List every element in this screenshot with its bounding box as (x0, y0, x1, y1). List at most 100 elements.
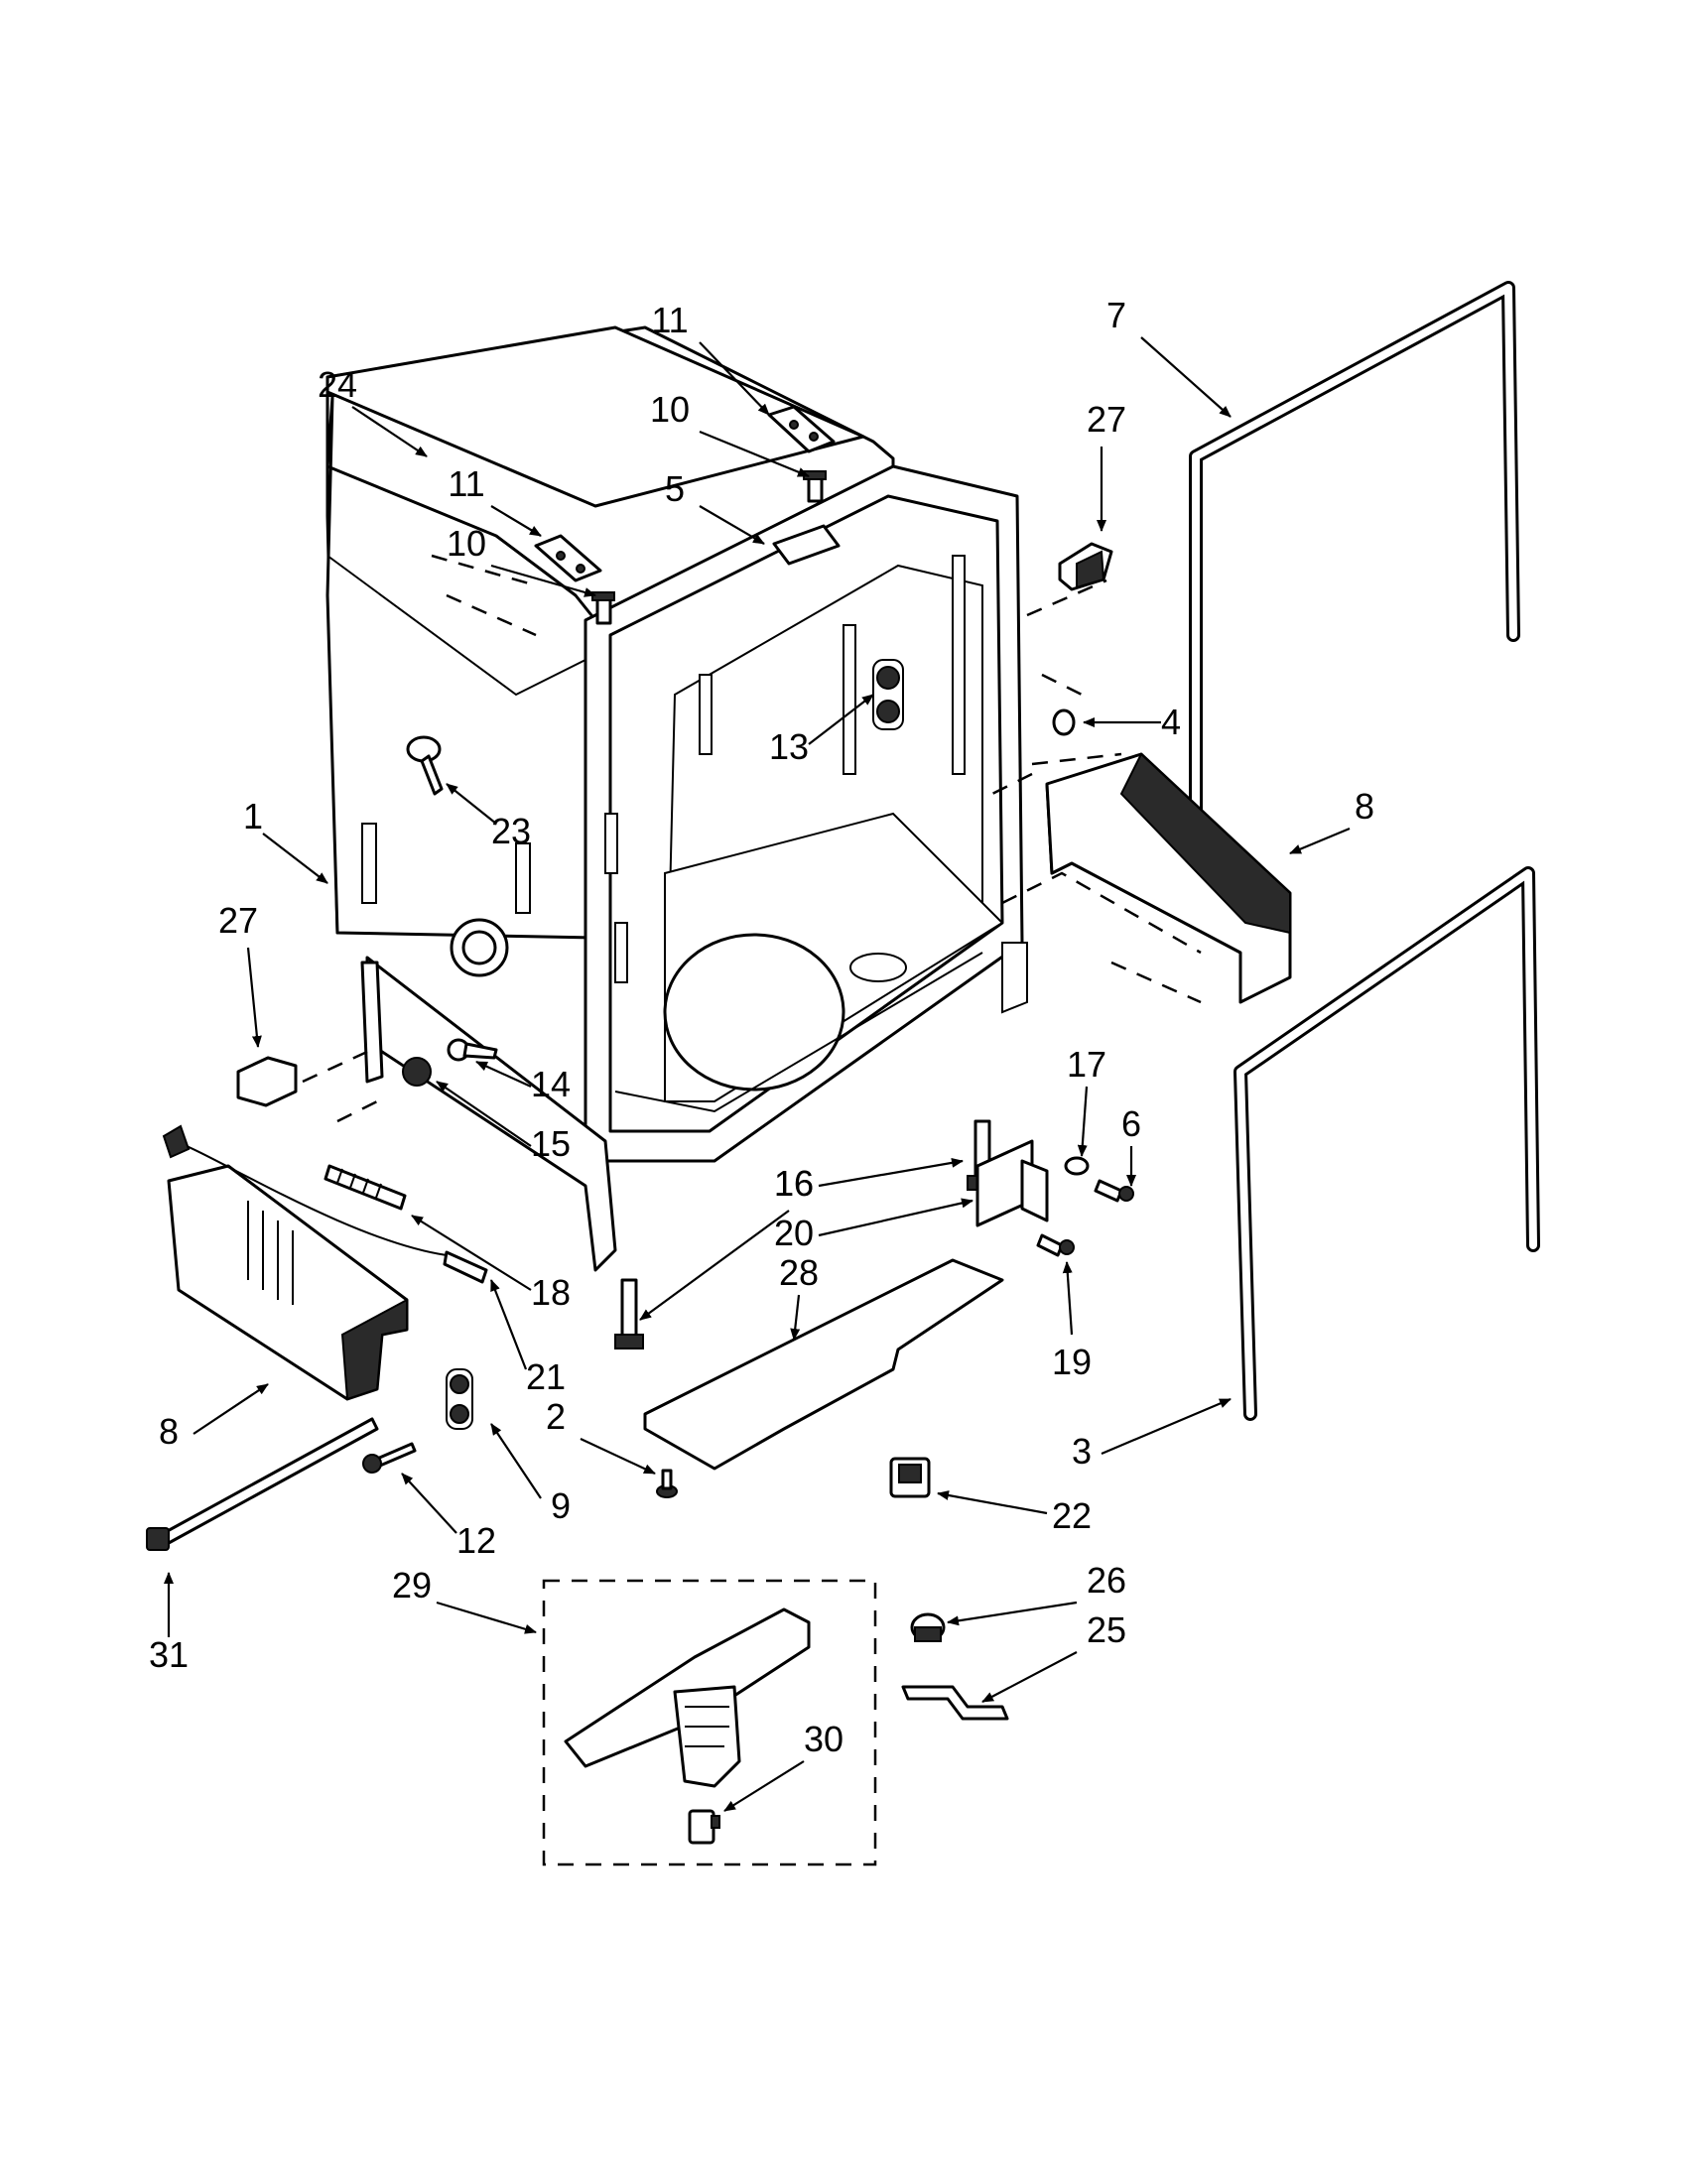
callout-label-29: 29 (392, 1565, 432, 1606)
insulation-block-right (1045, 752, 1292, 1004)
tub-assembly (325, 325, 1028, 1272)
callout-arrow-29 (436, 1601, 537, 1634)
callout-label-2: 2 (546, 1396, 566, 1437)
callout-label-22: 22 (1052, 1495, 1092, 1536)
callout-label-25: 25 (1087, 1609, 1126, 1650)
callout-arrow-25 (981, 1651, 1078, 1703)
callout-arrow-3 (1101, 1397, 1232, 1456)
hinge-bracket-upper (767, 405, 836, 453)
callout-label-9: 9 (551, 1485, 571, 1526)
callout-arrow-10 (699, 430, 810, 478)
callout-label-30: 30 (804, 1719, 844, 1759)
bracket-washer (1064, 1156, 1090, 1176)
callout-arrow-12 (401, 1473, 457, 1534)
callout-arrow-23 (446, 783, 497, 825)
callout-arrow-11 (490, 505, 542, 537)
callout-label-7: 7 (1106, 295, 1126, 335)
callout-label-27: 27 (218, 900, 258, 941)
callout-label-5: 5 (665, 468, 685, 509)
callout-arrow-28 (790, 1294, 801, 1341)
leveling-leg-left (614, 1278, 644, 1349)
hinge-screw-lower (591, 591, 615, 625)
stud-fastener (406, 735, 444, 796)
callout-arrow-16 (818, 1157, 964, 1188)
callout-arrow-18 (411, 1215, 532, 1291)
callout-label-20: 20 (774, 1213, 814, 1253)
end-cap-left (236, 1056, 298, 1107)
sensor-plug (688, 1809, 720, 1845)
callout-label-11: 11 (448, 463, 484, 504)
callout-arrow-14 (475, 1060, 532, 1089)
callout-label-8: 8 (159, 1411, 179, 1452)
callout-label-13: 13 (769, 726, 809, 767)
hex-screw (362, 1442, 417, 1474)
door-spring (324, 1164, 407, 1211)
callout-label-19: 19 (1052, 1342, 1092, 1382)
insulation-block-left (167, 1164, 409, 1401)
hinge-bracket-lower (534, 534, 602, 582)
callout-layer: 1234567889101011111213141516161718192021… (149, 295, 1374, 1812)
top-bracket (772, 524, 841, 566)
callout-label-21: 21 (526, 1356, 566, 1397)
callout-arrow-30 (723, 1760, 805, 1812)
callout-arrow-26 (947, 1601, 1078, 1626)
callout-label-27: 27 (1087, 399, 1126, 440)
callout-arrow-10 (490, 564, 596, 597)
callout-label-12: 12 (456, 1520, 496, 1561)
callout-arrow-15 (436, 1081, 532, 1147)
callout-arrow-9 (490, 1423, 542, 1499)
callout-label-24: 24 (318, 364, 357, 405)
callout-arrow-8 (193, 1383, 269, 1435)
cable-tie (146, 1417, 379, 1551)
callout-arrow-27 (246, 947, 262, 1048)
callout-label-28: 28 (779, 1252, 819, 1293)
callout-arrow-20 (818, 1198, 973, 1237)
float-switch (889, 1457, 931, 1498)
manifold-assembly (564, 1607, 811, 1788)
manifold-group-box (542, 1579, 877, 1866)
callout-label-16: 16 (774, 1163, 814, 1204)
callout-label-6: 6 (1121, 1103, 1141, 1144)
callout-arrow-24 (351, 406, 428, 457)
callout-arrow-8 (1289, 827, 1351, 855)
callout-label-14: 14 (531, 1064, 571, 1104)
callout-label-16: 16 (774, 1163, 814, 1204)
hose-clip (446, 1368, 473, 1430)
toe-plate-screw (656, 1469, 678, 1498)
callout-arrow-2 (580, 1438, 656, 1475)
stop-clip-pair (872, 659, 904, 730)
callout-arrow-1 (262, 833, 328, 884)
callout-arrow-19 (1062, 1261, 1074, 1336)
callout-label-10: 10 (650, 389, 690, 430)
wire-cable (162, 1124, 488, 1284)
callout-label-26: 26 (1087, 1560, 1126, 1601)
clip-screw (447, 1038, 498, 1062)
callout-label-15: 15 (531, 1123, 571, 1164)
callout-label-18: 18 (531, 1272, 571, 1313)
thermostat-bracket (901, 1685, 1009, 1721)
callout-label-4: 4 (1161, 702, 1181, 742)
callout-label-8: 8 (1355, 786, 1374, 827)
callout-arrow-22 (937, 1490, 1048, 1515)
callout-arrow-17 (1077, 1086, 1089, 1157)
mounting-bracket (975, 1139, 1049, 1227)
callout-arrow-11 (699, 341, 770, 416)
callout-label-23: 23 (491, 811, 531, 851)
leg-screw (1036, 1233, 1075, 1257)
callout-arrow-16 (639, 1210, 790, 1321)
callout-label-3: 3 (1072, 1431, 1092, 1472)
callout-label-1: 1 (243, 796, 263, 836)
bracket-screw (1094, 1179, 1134, 1203)
thermostat (910, 1612, 946, 1642)
callout-arrow-13 (808, 694, 874, 745)
callout-label-31: 31 (149, 1634, 189, 1675)
callout-label-17: 17 (1067, 1044, 1106, 1085)
callout-arrow-5 (699, 505, 765, 545)
toe-plate (643, 1258, 1004, 1471)
hose-clamp (402, 1057, 432, 1087)
callout-arrow-7 (1140, 336, 1232, 418)
callout-label-10: 10 (447, 523, 486, 564)
end-cap-right (1058, 542, 1113, 591)
